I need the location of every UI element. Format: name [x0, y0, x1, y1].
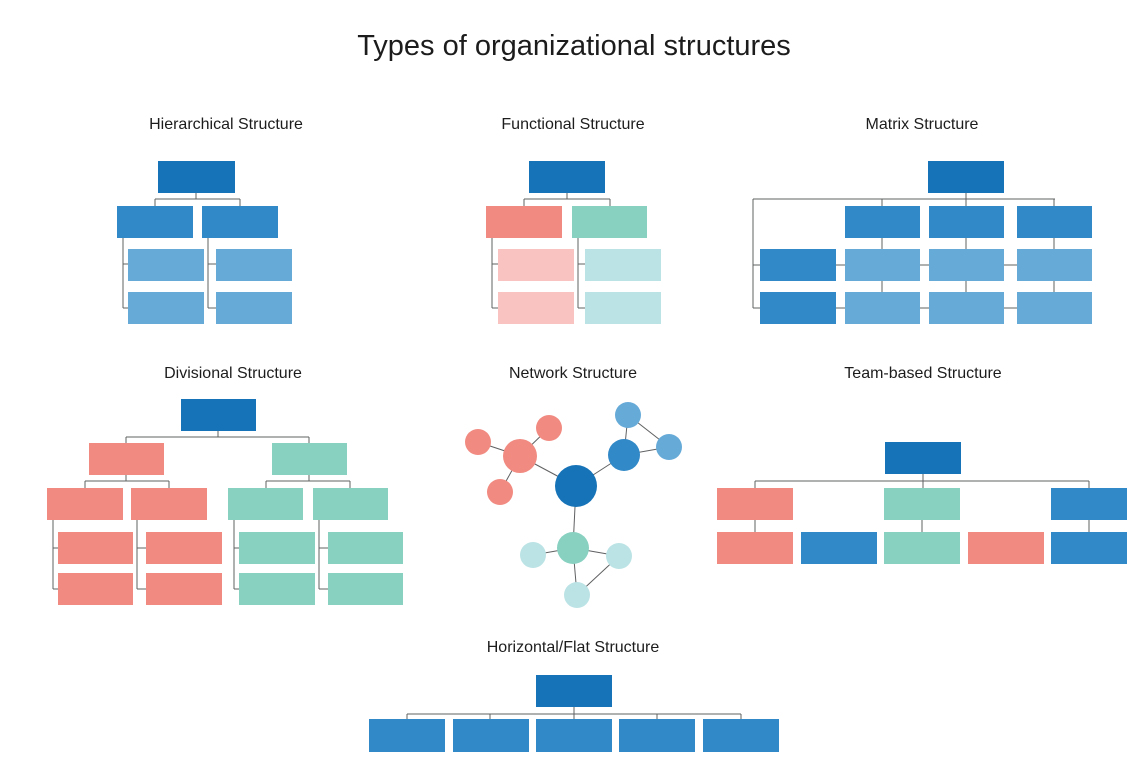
hierarchical-box [216, 292, 292, 324]
hierarchical-box [117, 206, 193, 238]
team-based-box [884, 488, 960, 520]
team-based-box [717, 488, 793, 520]
hierarchical-box [202, 206, 278, 238]
functional-box [486, 206, 562, 238]
matrix-box [845, 206, 920, 238]
matrix-structure-title: Matrix Structure [865, 116, 979, 133]
horizontal-flat-box [619, 719, 695, 752]
divisional-box [328, 573, 403, 605]
hierarchical-box [128, 292, 204, 324]
network-node [487, 479, 513, 505]
matrix-box [845, 249, 920, 281]
divisional-box [181, 399, 256, 431]
network-node [555, 465, 597, 507]
horizontal-flat-box [536, 675, 612, 707]
network-node [520, 542, 546, 568]
matrix-box [1017, 206, 1092, 238]
divisional-box [328, 532, 403, 564]
divisional-box [89, 443, 164, 475]
divisional-box [131, 488, 207, 520]
divisional-box [146, 532, 222, 564]
horizontal-flat-box [453, 719, 529, 752]
functional-structure-title: Functional Structure [501, 116, 645, 133]
matrix-box [928, 161, 1004, 193]
divisional-box [58, 532, 133, 564]
network-node [656, 434, 682, 460]
hierarchical-box [128, 249, 204, 281]
network-node [557, 532, 589, 564]
functional-box [585, 292, 661, 324]
team-based-box [884, 532, 960, 564]
hierarchical-structure-title: Hierarchical Structure [149, 116, 303, 133]
matrix-box [929, 292, 1004, 324]
divisional-box [272, 443, 347, 475]
team-based-box [885, 442, 961, 474]
team-based-box [1051, 532, 1127, 564]
team-based-box [801, 532, 877, 564]
functional-box [498, 249, 574, 281]
divisional-box [228, 488, 303, 520]
functional-box [572, 206, 647, 238]
page-title: Types of organizational structures [357, 30, 791, 62]
matrix-box [1017, 292, 1092, 324]
horizontal-flat-box [536, 719, 612, 752]
network-node [503, 439, 537, 473]
network-node [615, 402, 641, 428]
divisional-structure-title: Divisional Structure [164, 365, 302, 382]
team-based-structure-title: Team-based Structure [844, 365, 1002, 382]
horizontal-flat-structure-title: Horizontal/Flat Structure [486, 639, 660, 656]
divisional-box [47, 488, 123, 520]
network-node [608, 439, 640, 471]
network-node [465, 429, 491, 455]
functional-box [498, 292, 574, 324]
hierarchical-box [158, 161, 235, 193]
hierarchical-box [216, 249, 292, 281]
functional-box [529, 161, 605, 193]
divisional-box [58, 573, 133, 605]
matrix-box [929, 249, 1004, 281]
horizontal-flat-box [369, 719, 445, 752]
divisional-box [146, 573, 222, 605]
network-node [564, 582, 590, 608]
team-based-box [968, 532, 1044, 564]
team-based-box [717, 532, 793, 564]
matrix-box [1017, 249, 1092, 281]
matrix-box [845, 292, 920, 324]
horizontal-flat-box [703, 719, 779, 752]
matrix-box [760, 249, 836, 281]
team-based-box [1051, 488, 1127, 520]
divisional-box [313, 488, 388, 520]
functional-box [585, 249, 661, 281]
network-node [606, 543, 632, 569]
divisional-box [239, 532, 315, 564]
network-structure-title: Network Structure [508, 365, 638, 382]
matrix-box [760, 292, 836, 324]
matrix-box [929, 206, 1004, 238]
divisional-box [239, 573, 315, 605]
network-node [536, 415, 562, 441]
